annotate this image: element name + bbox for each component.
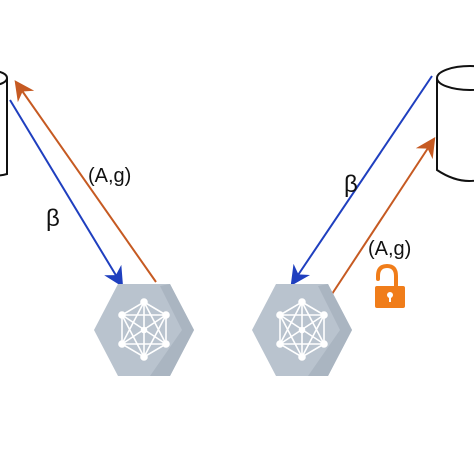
right-beta-label: β: [344, 171, 358, 198]
left-node-icon: [94, 284, 194, 376]
right-ag-arrow: [331, 136, 436, 295]
left-beta-label: β: [46, 205, 60, 232]
right-storage-icon: [436, 65, 474, 182]
open-lock-icon: [375, 263, 405, 308]
left-beta-arrow: [9, 99, 124, 288]
right-ag-label: (A,g): [368, 238, 411, 260]
left-ag-label: (A,g): [88, 165, 131, 187]
right-node-icon: [252, 284, 352, 376]
right-beta-arrow: [290, 75, 433, 286]
left-ag-arrow: [14, 80, 157, 283]
left-storage-icon: [0, 70, 8, 177]
